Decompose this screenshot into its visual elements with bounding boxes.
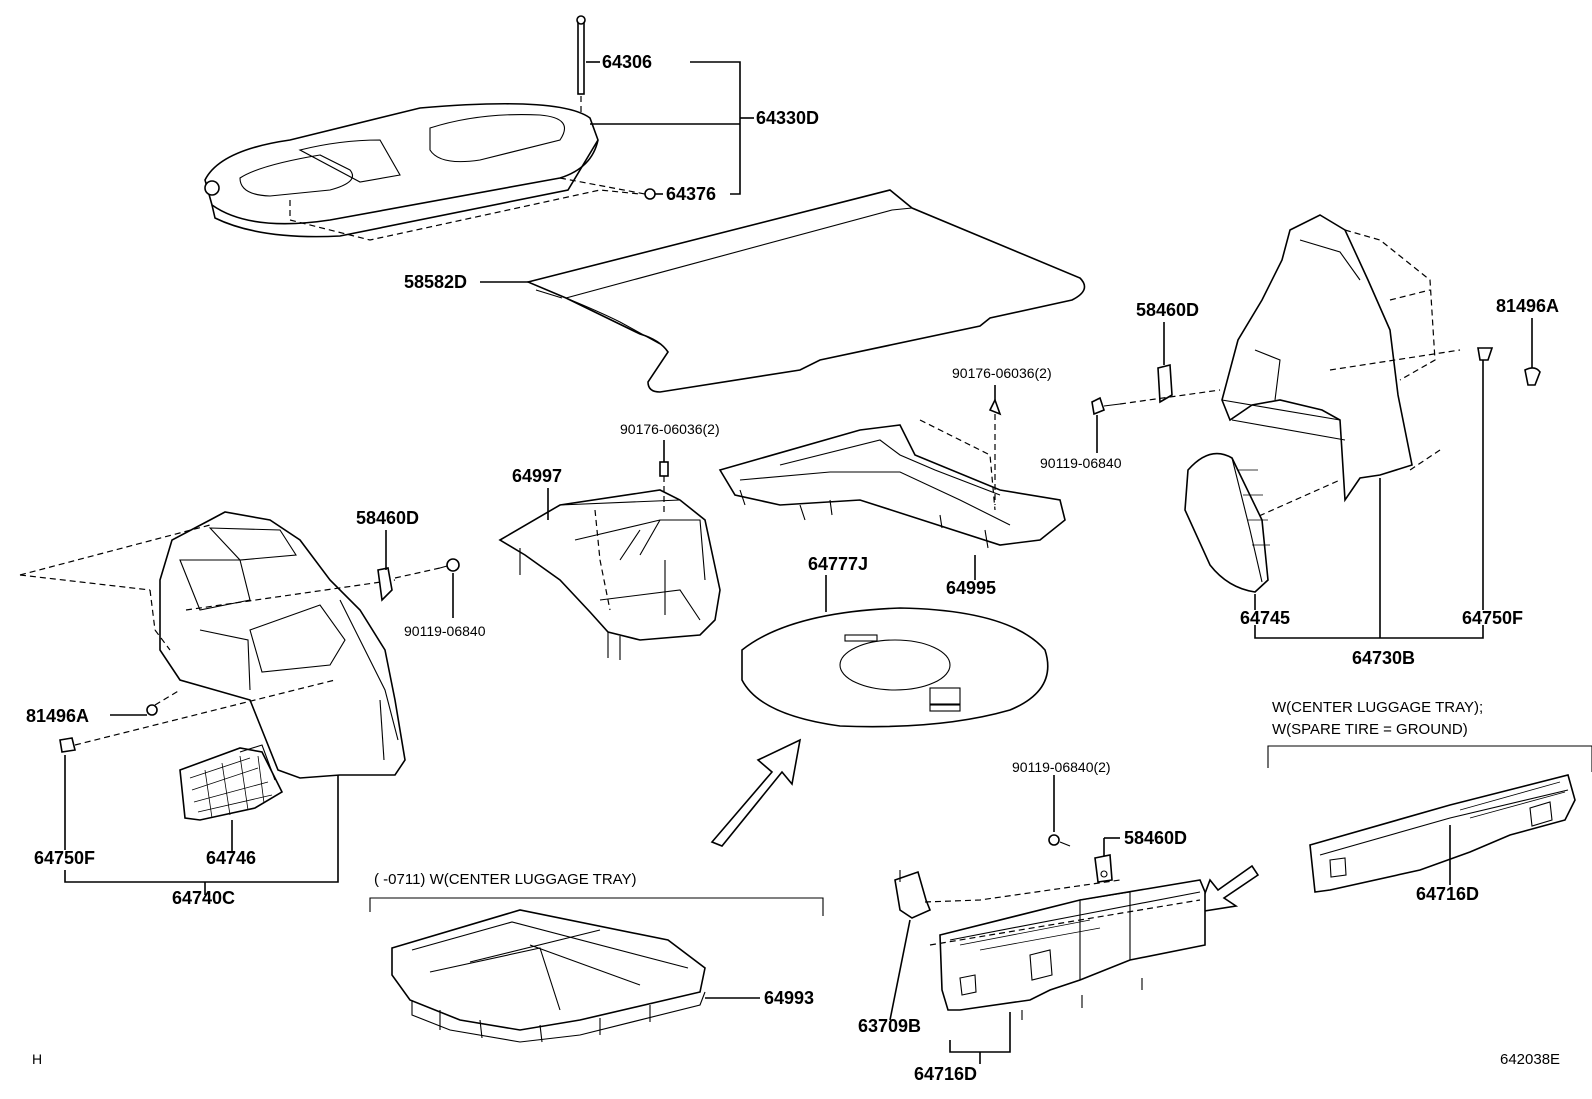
sill-plate-64716D-drawing bbox=[939, 879, 1206, 1020]
arrow-down-left-icon bbox=[1196, 864, 1260, 914]
bracket-63709B-drawing bbox=[894, 870, 1201, 946]
label-90119-06840-bottom: 90119-06840(2) bbox=[1012, 759, 1111, 775]
label-63709B: 63709B bbox=[858, 1016, 921, 1036]
label-64746: 64746 bbox=[206, 848, 256, 868]
label-58460D-right: 58460D bbox=[1136, 300, 1199, 320]
label-81496A-right: 81496A bbox=[1496, 296, 1559, 316]
label-58460D-left: 58460D bbox=[356, 508, 419, 528]
vent-grille-drawing bbox=[179, 744, 284, 821]
label-64330D: 64330D bbox=[756, 108, 819, 128]
note-spare-line2: W(SPARE TIRE = GROUND) bbox=[1272, 721, 1468, 738]
sill-plate-right-drawing bbox=[1309, 774, 1576, 893]
label-58582D: 58582D bbox=[404, 272, 467, 292]
tray-64995-drawing bbox=[718, 397, 1066, 549]
trim-64745-drawing bbox=[1184, 452, 1270, 593]
label-64740C: 64740C bbox=[172, 888, 235, 908]
note-center-luggage-tray: ( -0711) W(CENTER LUGGAGE TRAY) bbox=[374, 871, 637, 888]
right-clips-drawing bbox=[1091, 347, 1541, 416]
corner-marks: H 642038E bbox=[32, 1051, 1560, 1068]
label-64750F-left: 64750F bbox=[34, 848, 95, 868]
tray-64997-drawing bbox=[498, 461, 721, 660]
right-quarter-trim-drawing bbox=[1221, 214, 1461, 521]
figure-code: 642038E bbox=[1500, 1051, 1560, 1068]
luggage-tray-64993-drawing bbox=[391, 909, 706, 1043]
leader-lines bbox=[64, 61, 1592, 1064]
left-quarter-trim-drawing bbox=[19, 511, 406, 779]
note-spare-line1: W(CENTER LUGGAGE TRAY); bbox=[1272, 699, 1483, 716]
label-58460D-bottom: 58460D bbox=[1124, 828, 1187, 848]
label-64995: 64995 bbox=[946, 578, 996, 598]
corner-left-mark: H bbox=[32, 1051, 42, 1067]
spare-tire-cover-drawing bbox=[741, 607, 1049, 728]
label-64750F-right: 64750F bbox=[1462, 608, 1523, 628]
label-64306: 64306 bbox=[602, 52, 652, 72]
label-64730B: 64730B bbox=[1352, 648, 1415, 668]
condition-notes: ( -0711) W(CENTER LUGGAGE TRAY) W(CENTER… bbox=[374, 699, 1483, 888]
package-tray-trim-drawing bbox=[204, 15, 656, 241]
label-90176-06036-right: 90176-06036(2) bbox=[952, 365, 1052, 381]
label-90119-06840-right: 90119-06840 bbox=[1040, 455, 1122, 471]
part-labels: 64306 64330D 64376 58582D 58460D 81496A … bbox=[26, 52, 1559, 1084]
bottom-clips-drawing bbox=[1048, 834, 1113, 883]
arrow-up-right-icon bbox=[710, 738, 802, 847]
label-64745: 64745 bbox=[1240, 608, 1290, 628]
label-64716D-right: 64716D bbox=[1416, 884, 1479, 904]
label-81496A-left: 81496A bbox=[26, 706, 89, 726]
floor-mat-drawing bbox=[525, 189, 1086, 393]
label-64777J: 64777J bbox=[808, 554, 868, 574]
label-64716D-bottom: 64716D bbox=[914, 1064, 977, 1084]
label-64993: 64993 bbox=[764, 988, 814, 1008]
label-90119-06840-left: 90119-06840 bbox=[404, 623, 486, 639]
label-90176-06036-center: 90176-06036(2) bbox=[620, 421, 720, 437]
label-64376: 64376 bbox=[666, 184, 716, 204]
label-64997: 64997 bbox=[512, 466, 562, 486]
left-clips-drawing bbox=[59, 558, 460, 753]
